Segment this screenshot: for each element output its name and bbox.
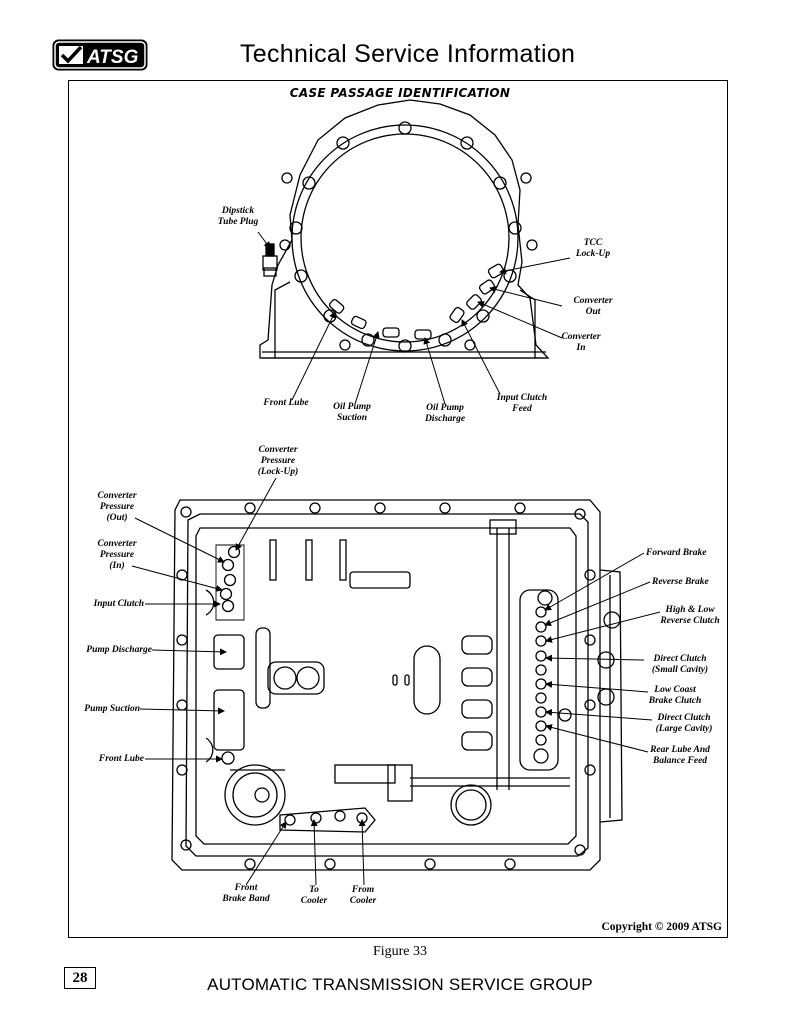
label-reverse-brake: Reverse Brake: [652, 577, 709, 587]
label-converter-out: Converter Out: [573, 296, 613, 317]
case-bottom-drawing: [171, 499, 623, 871]
copyright-notice: Copyright © 2009 ATSG: [601, 921, 722, 933]
page-title: Technical Service Information: [240, 40, 576, 68]
label-high-low-reverse-clutch: High & Low Reverse Clutch: [660, 605, 720, 626]
label-converter-pressure-out: Converter Pressure (Out): [97, 491, 137, 523]
label-converter-pressure-lockup: Converter Pressure (Lock-Up): [257, 445, 299, 477]
label-rear-lube-balance-feed: Rear Lube And Balance Feed: [650, 745, 710, 766]
label-forward-brake: Forward Brake: [646, 548, 707, 558]
label-input-clutch: Input Clutch: [93, 599, 144, 609]
svg-text:ATSG: ATSG: [86, 47, 139, 68]
atsg-logo: ATSG: [51, 38, 149, 72]
footer-text: AUTOMATIC TRANSMISSION SERVICE GROUP: [207, 975, 593, 994]
label-oil-pump-discharge: Oil Pump Discharge: [424, 403, 466, 424]
label-direct-clutch-large: Direct Clutch (Large Cavity): [655, 713, 713, 734]
label-from-cooler: From Cooler: [349, 885, 377, 906]
label-dipstick-tube-plug: Dipstick Tube Plug: [217, 206, 259, 227]
label-oil-pump-suction: Oil Pump Suction: [333, 402, 371, 423]
label-low-coast-brake-clutch: Low Coast Brake Clutch: [648, 685, 702, 706]
label-front-lube-bottom: Front Lube: [98, 754, 144, 764]
label-pump-discharge: Pump Discharge: [86, 645, 152, 655]
figure-caption: Figure 33: [372, 944, 428, 959]
label-direct-clutch-small: Direct Clutch (Small Cavity): [651, 654, 709, 675]
page-number: 28: [64, 967, 96, 989]
figure-frame: [68, 80, 728, 938]
label-pump-suction: Pump Suction: [84, 704, 140, 714]
label-converter-pressure-in: Converter Pressure (In): [97, 539, 137, 571]
bell-housing-drawing: [259, 99, 550, 359]
label-input-clutch-feed: Input Clutch Feed: [496, 393, 548, 414]
label-front-brake-band: Front Brake Band: [222, 883, 270, 904]
figure-title: CASE PASSAGE IDENTIFICATION: [289, 86, 511, 100]
label-converter-in: Converter In: [561, 332, 601, 353]
label-front-lube-top: Front Lube: [263, 398, 309, 408]
label-to-cooler: To Cooler: [300, 885, 328, 906]
label-tcc-lock-up: TCC Lock-Up: [575, 238, 611, 259]
